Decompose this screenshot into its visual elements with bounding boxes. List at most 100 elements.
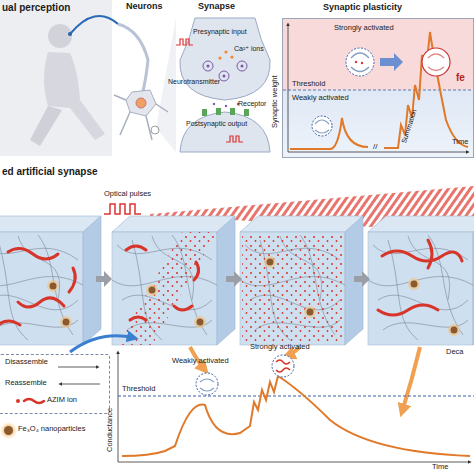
assembly-key [24,399,44,403]
plasticity-plot [422,48,450,76]
synapse-drawing [202,109,207,116]
plasticity-plot [288,24,289,152]
text-label: Summation [400,108,418,144]
plasticity-plot [283,90,473,157]
hydrogel-cube [112,216,235,345]
process-arrow [96,271,112,287]
synapse-drawing [213,103,215,105]
text-label: Threshold [292,80,325,88]
text-label: Neurotransmitter [168,78,220,86]
synapse-drawing [218,56,221,59]
hydrogel-cube [18,298,64,307]
synapse-drawing [226,136,243,142]
text-label: Synaptic weight [271,75,279,128]
hydrogel-cube [240,216,363,345]
hydrogel-cube [69,268,75,292]
hydrogel-cube [240,216,363,345]
text-label: Presynaptic input [193,28,247,36]
hydrogel-cube [242,234,343,343]
plasticity-plot [428,54,444,71]
text-label: ual perception [2,2,70,13]
node-text: Disassemble [5,358,48,366]
hydrogel-cube [126,246,199,320]
zoom-arrow [70,336,134,352]
hydrogel-cube [368,216,474,345]
text-label: Optical pulses [104,190,151,198]
hydrogel-cube [408,278,420,290]
hydrogel-cube [378,305,438,315]
conductance-plot [276,360,290,372]
text-label: Conductance [106,408,114,452]
hydrogel-cube [112,216,235,345]
node-text: Reassemble [5,379,47,387]
text-label: Strongly activated [250,343,310,351]
text-label: Time [452,138,468,146]
conductance-plot [122,376,470,456]
hydrogel-cube [174,306,192,310]
legend-swatch [4,426,13,435]
neuron-drawing [136,98,146,108]
hydrogel-cube [130,317,146,320]
synapse-drawing [230,55,233,58]
plasticity-plot [315,120,329,133]
plasticity-plot [361,62,363,64]
conductance-plot [196,373,218,395]
text-label: Weakly activated [172,357,229,365]
neuron-drawing [126,90,156,116]
plasticity-plot [384,32,468,148]
hydrogel-cube [60,316,72,328]
assembly-key [58,367,98,368]
process-arrow [354,271,370,287]
hydrogel-cube [378,240,462,315]
hydrogel-cube [448,324,460,336]
plasticity-plot [312,116,332,136]
hydrogel-cube [194,316,206,328]
neuron-drawing [114,18,176,152]
optical-beam [104,204,141,214]
conductance-plot [118,352,474,462]
plasticity-plot [283,19,473,90]
person-figure [0,0,112,156]
zoom-arrow [402,347,420,412]
conductance-plot [118,462,470,463]
text-label: Time [432,463,448,471]
hydrogel-cube [8,248,58,259]
synapse-drawing [223,75,226,78]
text-label: Neurons [126,2,163,12]
hydrogel-cube [47,280,59,292]
synapse-drawing [180,112,270,152]
process-arrow [226,271,242,287]
synapse-drawing [180,18,270,100]
synapse-drawing [216,108,221,115]
conductance-plot [272,355,294,377]
legend-text: Fe₃O₄ nanoparticles [18,425,85,433]
hydrogel-cube [194,262,199,280]
conductance-plot [200,379,214,391]
node-text: Synaptic plasticity [323,3,402,13]
text-label: fe [456,72,465,83]
hydrogel-cube [368,216,474,345]
node-text: AZIM ion [47,396,77,404]
hydrogel-cube [117,232,217,345]
hydrogel-cube [428,240,432,268]
synapse-drawing [225,105,227,107]
synapse-drawing [224,50,227,53]
text-label: Threshold [122,385,155,393]
text-label: // [373,143,377,152]
text-label: Synapse [198,2,235,12]
plasticity-plot [380,53,403,71]
plasticity-plot [355,61,357,63]
person-figure [44,52,105,140]
key-box: DisassembleReassembleAZIM ion [0,354,110,414]
plasticity-plot [346,48,374,76]
hydrogel-cube [0,248,75,325]
text-label: Receptor [238,100,266,108]
plasticity-plot [283,90,473,91]
process-arrow [96,271,370,287]
hydrogel-cube [0,216,101,345]
neuron-drawing [114,95,168,140]
hydrogel-cube [382,251,462,261]
text-label: Weakly activated [292,94,349,102]
